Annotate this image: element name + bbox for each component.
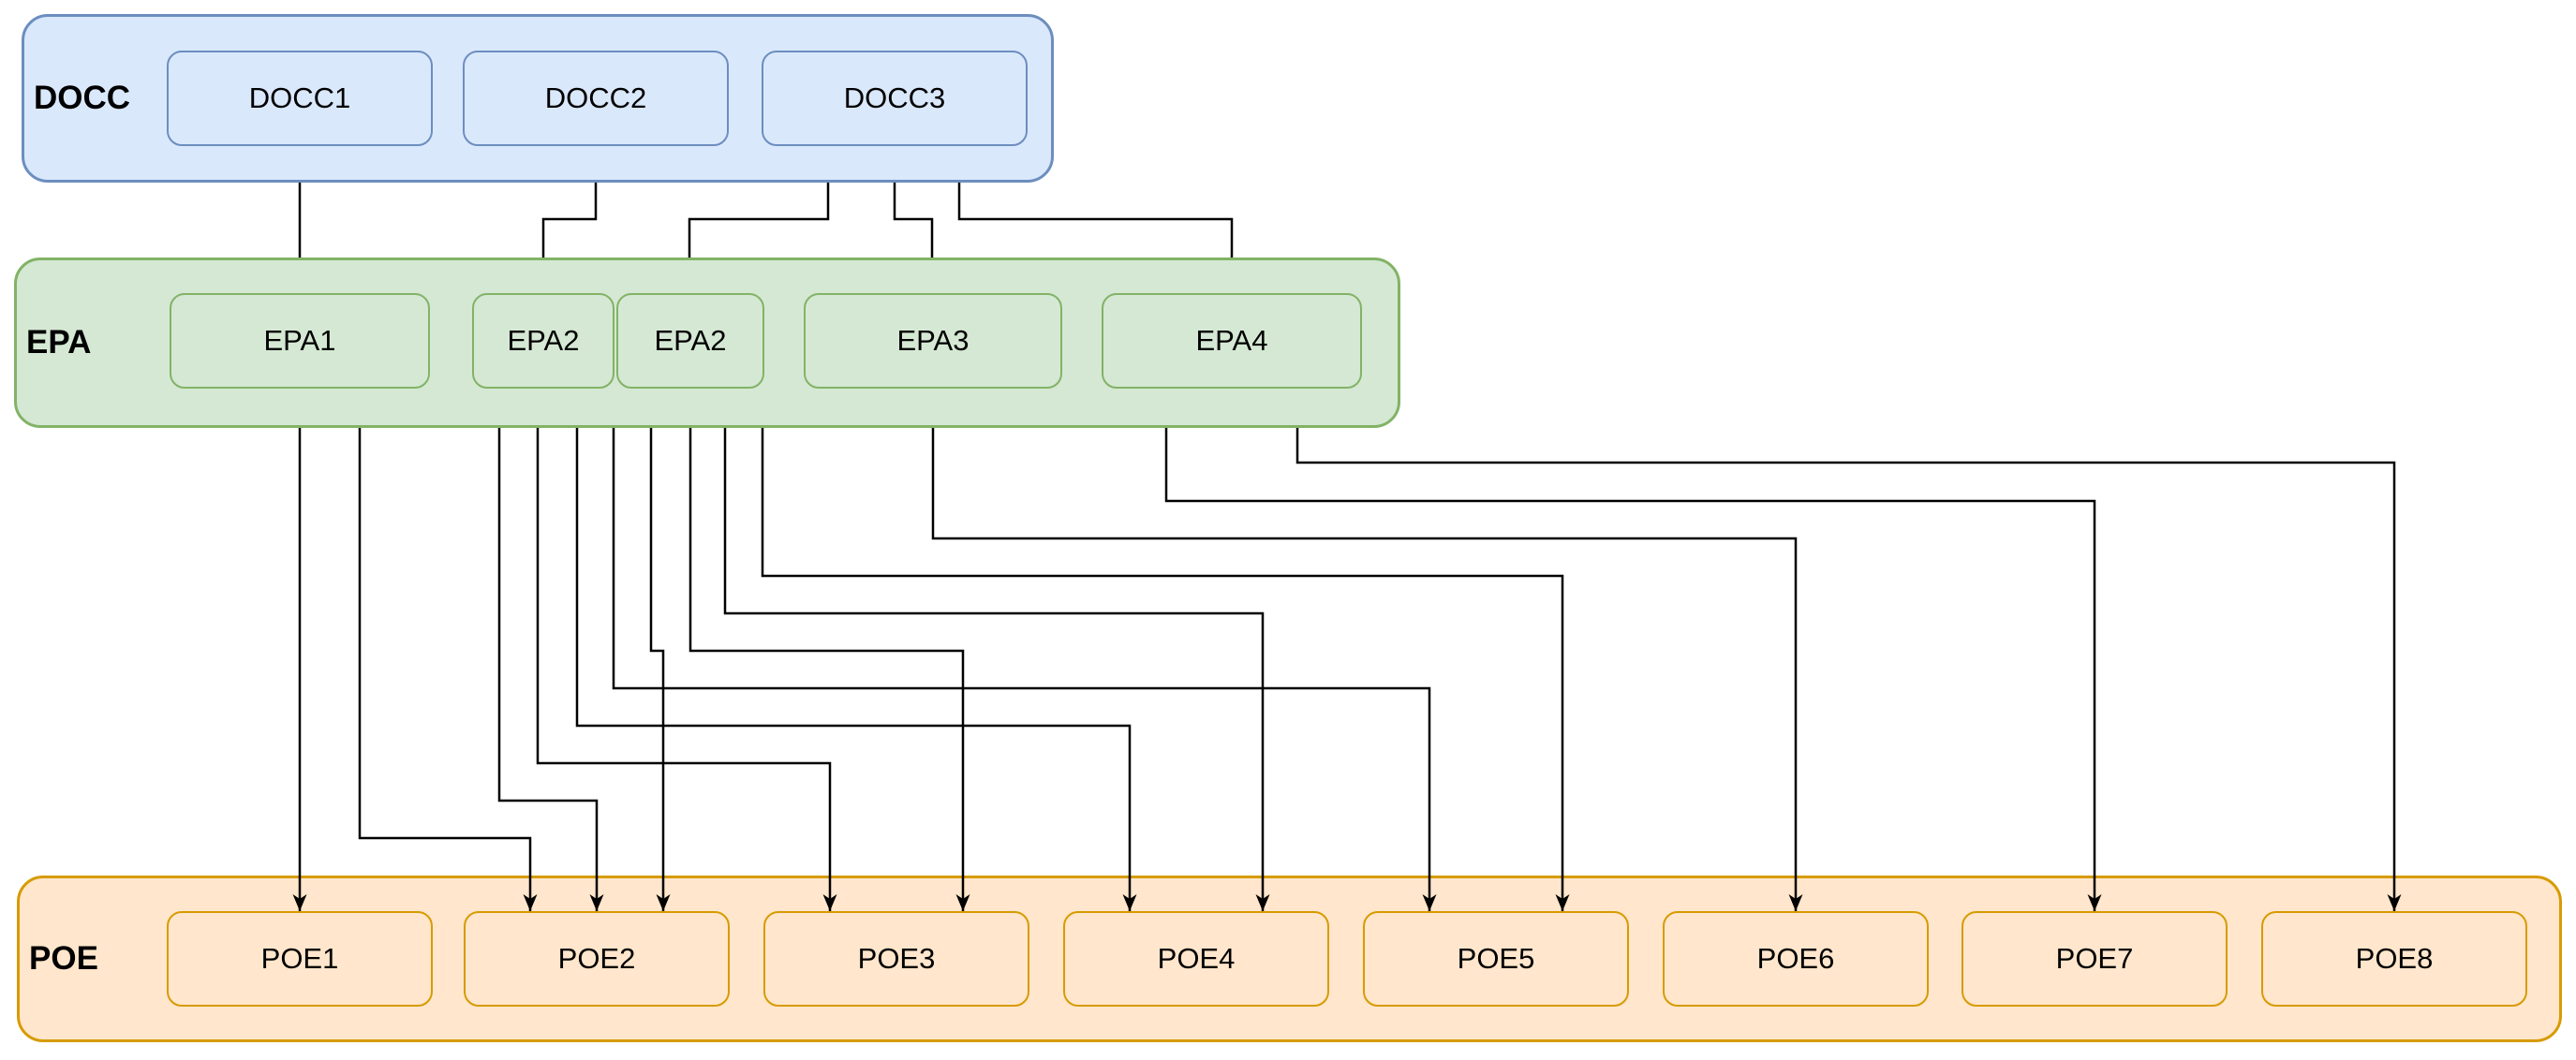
node-POE1: POE1 (167, 911, 433, 1007)
edge-EPA2a-POE3 (536, 428, 837, 911)
group-label-poe: POE (29, 940, 98, 977)
node-EPA2a: EPA2 (472, 293, 614, 389)
node-EPA4: EPA4 (1102, 293, 1362, 389)
edge-EPA2a-POE4 (575, 428, 1137, 911)
node-POE2: POE2 (464, 911, 730, 1007)
node-EPA3: EPA3 (804, 293, 1062, 389)
node-EPA1: EPA1 (170, 293, 430, 389)
node-POE8: POE8 (2261, 911, 2527, 1007)
node-DOCC1: DOCC1 (167, 51, 433, 146)
edge-EPA2b-POE5 (761, 428, 1570, 911)
group-label-docc: DOCC (34, 80, 131, 116)
edge-EPA4-POE8 (1295, 428, 2402, 911)
node-POE6: POE6 (1663, 911, 1929, 1007)
group-label-epa: EPA (26, 324, 92, 361)
node-EPA2b: EPA2 (616, 293, 764, 389)
edge-EPA2b-POE3 (688, 428, 970, 911)
edge-EPA1-POE2 (358, 428, 538, 911)
edge-EPA2b-POE2 (649, 428, 671, 911)
edge-EPA2a-POE5 (612, 428, 1437, 911)
edge-EPA3-POE6 (931, 428, 1803, 911)
node-POE5: POE5 (1363, 911, 1629, 1007)
edge-EPA2b-POE4 (723, 428, 1270, 911)
node-DOCC3: DOCC3 (762, 51, 1028, 146)
node-POE7: POE7 (1962, 911, 2228, 1007)
edge-DOCC3-EPA2b (688, 183, 830, 258)
node-POE3: POE3 (763, 911, 1029, 1007)
edge-EPA4-POE7 (1164, 428, 2102, 911)
edge-DOCC3-EPA4 (957, 183, 1234, 258)
node-POE4: POE4 (1063, 911, 1329, 1007)
edge-DOCC2-EPA2a (541, 183, 598, 258)
edge-EPA2a-POE2 (497, 428, 604, 911)
node-DOCC2: DOCC2 (463, 51, 729, 146)
edge-DOCC3-EPA3 (893, 183, 934, 258)
